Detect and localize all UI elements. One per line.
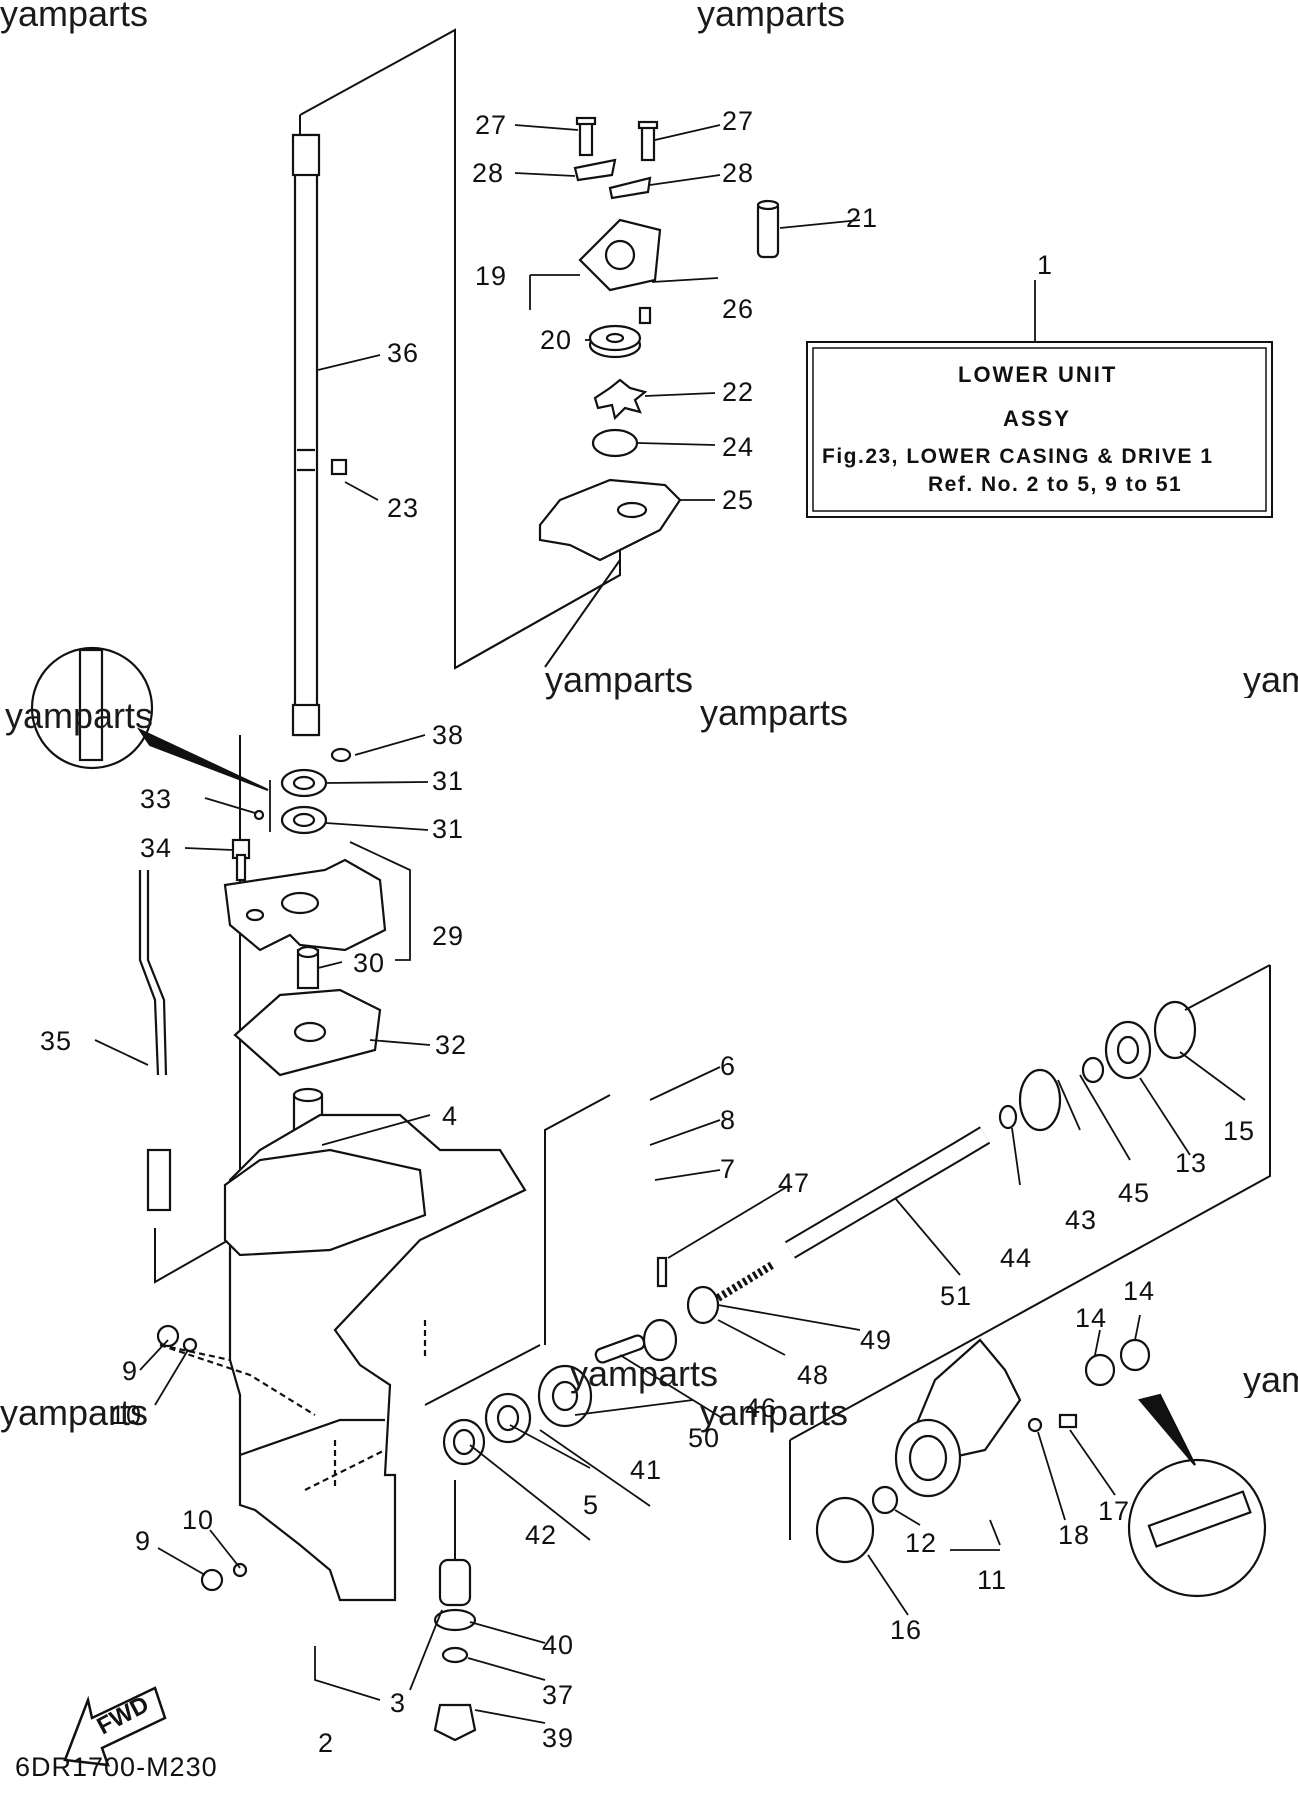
screw-and-washer-parts — [156, 1324, 477, 1742]
magnifier-callout-left — [30, 646, 269, 792]
propeller-shaft-gears — [442, 1000, 1197, 1466]
water-pump-parts — [538, 116, 780, 562]
watermark-text: yamparts — [697, 0, 846, 34]
part-number-15: 15 — [1223, 1116, 1256, 1146]
part-number-26: 26 — [722, 294, 755, 324]
part-number-23: 23 — [387, 493, 420, 523]
watermark-text: yamparts — [5, 695, 154, 736]
part-number-19: 19 — [475, 261, 508, 291]
part-number-40: 40 — [542, 1630, 575, 1660]
part-number-27: 27 — [475, 110, 508, 140]
info-box-frame — [806, 341, 1273, 518]
part-number-21: 21 — [846, 203, 879, 233]
info-box-reference: Ref. No. 2 to 5, 9 to 51 — [928, 473, 1183, 496]
part-number-4: 4 — [442, 1101, 459, 1131]
bearing-housing-part-11 — [815, 1338, 1151, 1564]
part-number-6: 6 — [720, 1051, 737, 1081]
part-number-33: 33 — [140, 784, 173, 814]
part-number-22: 22 — [722, 377, 755, 407]
watermark-text: yamparts — [700, 1392, 849, 1433]
part-number-11: 11 — [977, 1565, 1008, 1595]
part-number-32: 32 — [435, 1030, 468, 1060]
part-number-35: 35 — [40, 1026, 73, 1056]
part-number-17: 17 — [1098, 1496, 1131, 1526]
part-number-3: 3 — [390, 1688, 407, 1718]
leader-lines — [94, 124, 1246, 1724]
part-number-20: 20 — [540, 325, 573, 355]
part-number-45: 45 — [1118, 1178, 1151, 1208]
part-number-25: 25 — [722, 485, 755, 515]
watermark-text: yamparts — [1243, 662, 1298, 698]
fwd-arrow — [63, 1686, 167, 1767]
part-number-51: 51 — [940, 1281, 973, 1311]
part-number-5: 5 — [583, 1490, 600, 1520]
part-number-44: 44 — [1000, 1243, 1033, 1273]
part-number-7: 7 — [720, 1154, 737, 1184]
part-number-29: 29 — [432, 921, 465, 951]
part-number-49: 49 — [860, 1325, 893, 1355]
part-number-39: 39 — [542, 1723, 575, 1753]
watermark-text: yamparts — [1243, 1362, 1298, 1398]
part-number-31: 31 — [432, 766, 465, 796]
part-number-1: 1 — [1037, 250, 1054, 280]
part-number-9: 9 — [122, 1356, 139, 1386]
part-number-38: 38 — [432, 720, 465, 750]
info-box-title: LOWER UNIT — [958, 362, 1118, 387]
drawing-code: 6DR1700-M230 — [15, 1752, 218, 1782]
drive-shaft-part-36 — [291, 133, 348, 737]
part-number-28: 28 — [722, 158, 755, 188]
part-number-10: 10 — [182, 1505, 215, 1535]
part-number-41: 41 — [630, 1455, 663, 1485]
part-number-18: 18 — [1058, 1520, 1091, 1550]
shift-rod-part-35 — [138, 870, 172, 1212]
part-number-24: 24 — [722, 432, 755, 462]
part-number-30: 30 — [353, 948, 386, 978]
part-number-46: 46 — [745, 1393, 778, 1423]
part-number-27: 27 — [722, 106, 755, 136]
info-box-figure: Fig.23, LOWER CASING & DRIVE 1 — [822, 445, 1214, 468]
part-number-13: 13 — [1175, 1148, 1208, 1178]
part-number-9: 9 — [135, 1526, 152, 1556]
bearing-and-housing-parts — [223, 747, 387, 1242]
watermark-text: yamparts — [545, 659, 694, 700]
part-number-8: 8 — [720, 1105, 737, 1135]
part-number-14: 14 — [1075, 1303, 1108, 1333]
part-number-28: 28 — [472, 158, 505, 188]
part-number-43: 43 — [1065, 1205, 1098, 1235]
watermark-text: yamparts — [570, 1353, 719, 1394]
part-number-12: 12 — [905, 1528, 938, 1558]
watermark-text: yamparts — [0, 1392, 149, 1433]
part-number-36: 36 — [387, 338, 420, 368]
part-number-14: 14 — [1123, 1276, 1156, 1306]
part-number-48: 48 — [797, 1360, 830, 1390]
assembly-guide-lines — [154, 28, 1271, 1590]
part-number-50: 50 — [688, 1423, 721, 1453]
magnifier-callout-right — [1127, 1393, 1267, 1598]
part-number-31: 31 — [432, 814, 465, 844]
lower-casing-part-2 — [159, 1113, 527, 1602]
part-number-2: 2 — [318, 1728, 335, 1758]
watermark-text: yamparts — [0, 0, 149, 34]
part-number-47: 47 — [778, 1168, 811, 1198]
part-number-37: 37 — [542, 1680, 575, 1710]
part-number-10: 10 — [110, 1400, 143, 1430]
info-box-subtitle: ASSY — [1003, 406, 1071, 431]
part-number-42: 42 — [525, 1520, 558, 1550]
part-number-34: 34 — [140, 833, 173, 863]
watermark-text: yamparts — [700, 692, 849, 733]
part-number-16: 16 — [890, 1615, 923, 1645]
